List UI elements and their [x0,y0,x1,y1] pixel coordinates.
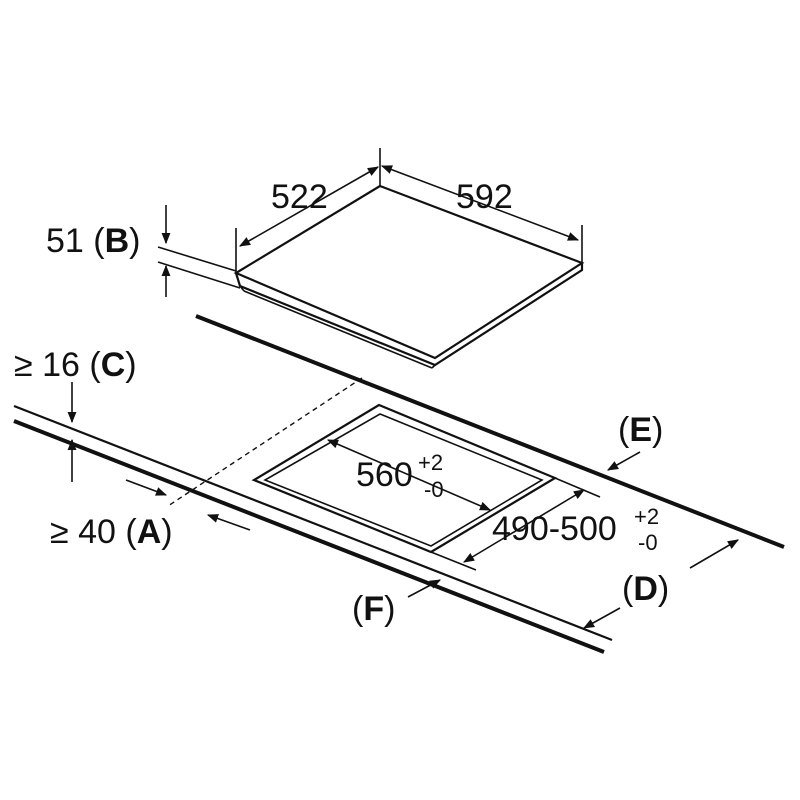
dimension-560: 560 +2 -0 [326,439,492,511]
thickness-value: 16 [42,346,80,384]
cutout-depth-value: 490-500 [492,510,617,548]
svg-text:(F): (F) [352,590,395,628]
svg-text:(D): (D) [622,570,669,608]
depth-label: 592 [456,178,513,216]
callout-E: (E) [607,411,663,471]
worktop-outline [13,314,785,654]
front-prefix: ≥ [50,513,69,551]
front-value: 40 [78,513,116,551]
cutout-width-tol-minus: -0 [424,477,444,502]
front-letter: A [137,513,162,551]
dimension-490-500: 490-500 +2 -0 [430,477,659,571]
callout-F: (F) [352,579,441,628]
dimension-522: 522 [235,148,381,273]
cutout-depth-tol-minus: -0 [638,530,658,555]
cutout-width-tol-plus: +2 [418,450,443,475]
svg-text:≥ 40 (A): ≥ 40 (A) [50,513,173,551]
height-value: 51 [46,222,84,260]
callout-E-letter: E [629,411,652,449]
thickness-prefix: ≥ [14,346,33,384]
dimension-thickness-C: ≥ 16 (C) [14,346,137,482]
svg-text:490-500: 490-500 [492,510,617,548]
svg-text:51 (B): 51 (B) [46,222,141,260]
svg-text:(E): (E) [618,411,663,449]
dimension-592: 592 [380,165,583,263]
cutout-width-value: 560 [356,456,413,494]
callout-D: (D) [583,539,739,629]
height-letter: B [105,222,130,260]
callout-D-letter: D [633,570,658,608]
svg-text:560: 560 [356,456,413,494]
thickness-letter: C [101,346,126,384]
cutout-depth-tol-plus: +2 [634,504,659,529]
width-label: 522 [271,178,328,216]
callout-F-letter: F [363,590,384,628]
dimension-front-A: ≥ 40 (A) [50,479,251,551]
svg-text:≥ 16 (C): ≥ 16 (C) [14,346,137,384]
dimension-height-B: 51 (B) [46,205,241,297]
